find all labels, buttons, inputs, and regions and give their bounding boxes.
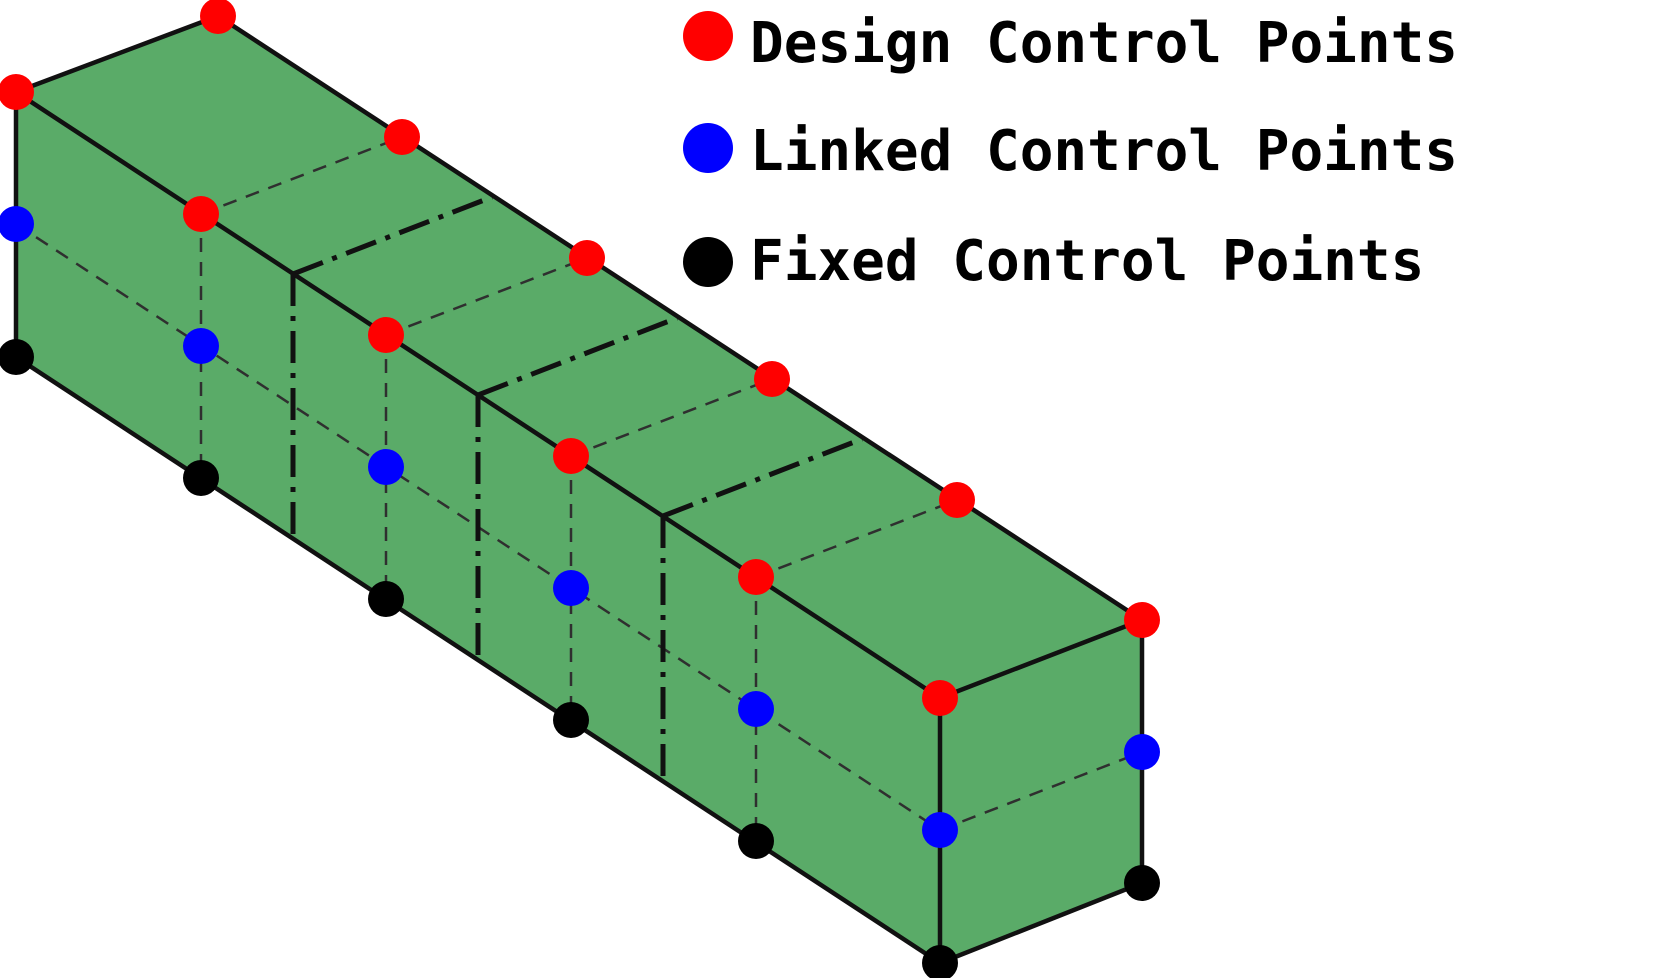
fixed-point-3 — [368, 581, 404, 617]
linked-point-1 — [0, 206, 34, 242]
end-midline — [939, 750, 1143, 832]
design-point-front-6 — [922, 680, 958, 716]
linked-point-front-end — [922, 812, 958, 848]
design-point-back-2 — [384, 119, 420, 155]
legend-item-fixed: Fixed Control Points — [683, 229, 1424, 294]
fixed-control-points — [0, 339, 1160, 978]
design-point-back-6 — [1124, 602, 1160, 638]
top-cross-line-3 — [570, 377, 773, 458]
design-point-front-2 — [183, 196, 219, 232]
legend-label-linked: Linked Control Points — [750, 119, 1458, 184]
top-cross-line-4 — [755, 498, 958, 579]
design-point-back-5 — [939, 482, 975, 518]
section-top-2 — [477, 315, 678, 398]
design-point-front-4 — [553, 438, 589, 474]
legend-marker-linked — [683, 123, 733, 173]
design-point-front-1 — [0, 74, 34, 110]
linked-point-5 — [738, 691, 774, 727]
design-point-back-4 — [754, 361, 790, 397]
legend-marker-design — [683, 11, 733, 61]
legend-label-design: Design Control Points — [750, 11, 1458, 76]
section-top-1 — [292, 194, 493, 277]
fixed-point-end-back — [1124, 865, 1160, 901]
linked-point-2 — [183, 328, 219, 364]
design-control-points — [0, 0, 1160, 716]
section-dashdot-lines — [290, 194, 863, 780]
top-cross-line-1 — [200, 135, 403, 216]
fixed-point-end-front — [922, 945, 958, 978]
legend-item-linked: Linked Control Points — [683, 119, 1458, 184]
edge-front-bottom — [14, 355, 942, 965]
edge-end-bottom — [939, 880, 1143, 966]
linked-point-3 — [368, 449, 404, 485]
linked-point-end — [1124, 734, 1160, 770]
fixed-point-5 — [738, 823, 774, 859]
linked-point-4 — [553, 570, 589, 606]
legend: Design Control Points Linked Control Poi… — [683, 11, 1458, 294]
section-top-3 — [662, 436, 863, 519]
design-point-back-3 — [569, 240, 605, 276]
design-point-back-1 — [200, 0, 236, 34]
box-top-face — [16, 16, 1142, 698]
fixed-point-4 — [553, 702, 589, 738]
legend-item-design: Design Control Points — [683, 11, 1458, 76]
legend-label-fixed: Fixed Control Points — [750, 229, 1424, 294]
top-cross-line-2 — [385, 256, 588, 337]
fixed-point-2 — [183, 460, 219, 496]
design-point-front-3 — [368, 317, 404, 353]
fixed-point-1 — [0, 339, 34, 375]
legend-marker-fixed — [683, 237, 733, 287]
design-point-front-5 — [738, 559, 774, 595]
linked-control-points — [0, 206, 1160, 848]
